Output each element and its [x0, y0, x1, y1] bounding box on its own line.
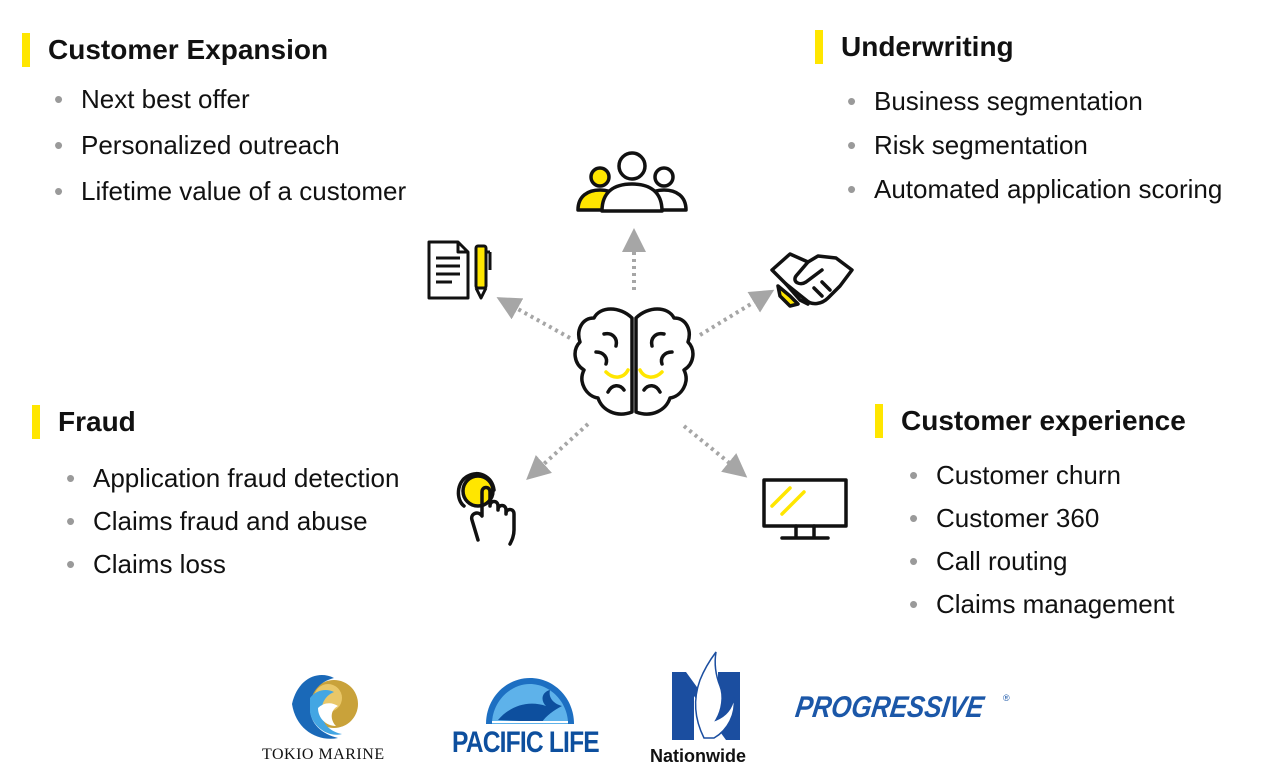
- list-item: Risk segmentation: [847, 130, 1222, 160]
- section-title: Customer Expansion: [22, 33, 406, 67]
- pacific-life-wordmark: PACIFIC LIFE: [452, 726, 600, 759]
- list-item: Personalized outreach: [54, 130, 406, 160]
- touch-icon: [456, 471, 516, 546]
- arrow-up-right: [698, 289, 775, 337]
- tokio-marine-logo: [292, 675, 358, 739]
- hub-diagram: [427, 151, 854, 546]
- connector-arrows: [496, 228, 775, 481]
- bullet-list: Business segmentation Risk segmentation …: [847, 86, 1222, 204]
- list-item: Claims fraud and abuse: [66, 506, 399, 536]
- progressive-wordmark: PROGRESSIVE: [793, 691, 986, 724]
- monitor-icon: [762, 478, 848, 540]
- brain-icon: [573, 307, 695, 416]
- list-item: Lifetime value of a customer: [54, 176, 406, 206]
- handshake-icon: [770, 252, 854, 308]
- pacific-life-logo: [486, 678, 574, 724]
- section-customer-experience: Customer experience Customer churn Custo…: [875, 404, 1186, 632]
- list-item: Claims management: [909, 589, 1186, 619]
- registered-mark-icon: ®: [1003, 693, 1010, 703]
- list-item: Claims loss: [66, 549, 399, 579]
- list-item: Next best offer: [54, 84, 406, 114]
- list-item: Application fraud detection: [66, 463, 399, 493]
- bullet-list: Customer churn Customer 360 Call routing…: [909, 460, 1186, 619]
- accent-bar: [32, 405, 40, 439]
- section-title: Underwriting: [815, 30, 1222, 64]
- list-item: Call routing: [909, 546, 1186, 576]
- nationwide-logo: [672, 651, 740, 740]
- section-title: Fraud: [32, 405, 399, 439]
- list-item: Customer 360: [909, 503, 1186, 533]
- nationwide-wordmark: Nationwide: [650, 746, 747, 766]
- accent-bar: [875, 404, 883, 438]
- list-item: Customer churn: [909, 460, 1186, 490]
- bullet-list: Application fraud detection Claims fraud…: [66, 463, 399, 579]
- section-fraud: Fraud Application fraud detection Claims…: [32, 405, 399, 592]
- arrow-up-left: [496, 297, 571, 340]
- list-item: Business segmentation: [847, 86, 1222, 116]
- people-icon: [576, 151, 688, 213]
- section-title: Customer experience: [875, 404, 1186, 438]
- arrow-down-left: [526, 422, 590, 481]
- section-underwriting: Underwriting Business segmentation Risk …: [815, 30, 1222, 218]
- document-pen-icon: [427, 240, 492, 300]
- accent-bar: [22, 33, 30, 67]
- accent-bar: [815, 30, 823, 64]
- arrow-down-right: [682, 424, 748, 478]
- bullet-list: Next best offer Personalized outreach Li…: [54, 84, 406, 206]
- section-customer-expansion: Customer Expansion Next best offer Perso…: [22, 33, 406, 222]
- list-item: Automated application scoring: [847, 174, 1222, 204]
- tokio-marine-wordmark: TOKIO MARINE: [262, 746, 385, 763]
